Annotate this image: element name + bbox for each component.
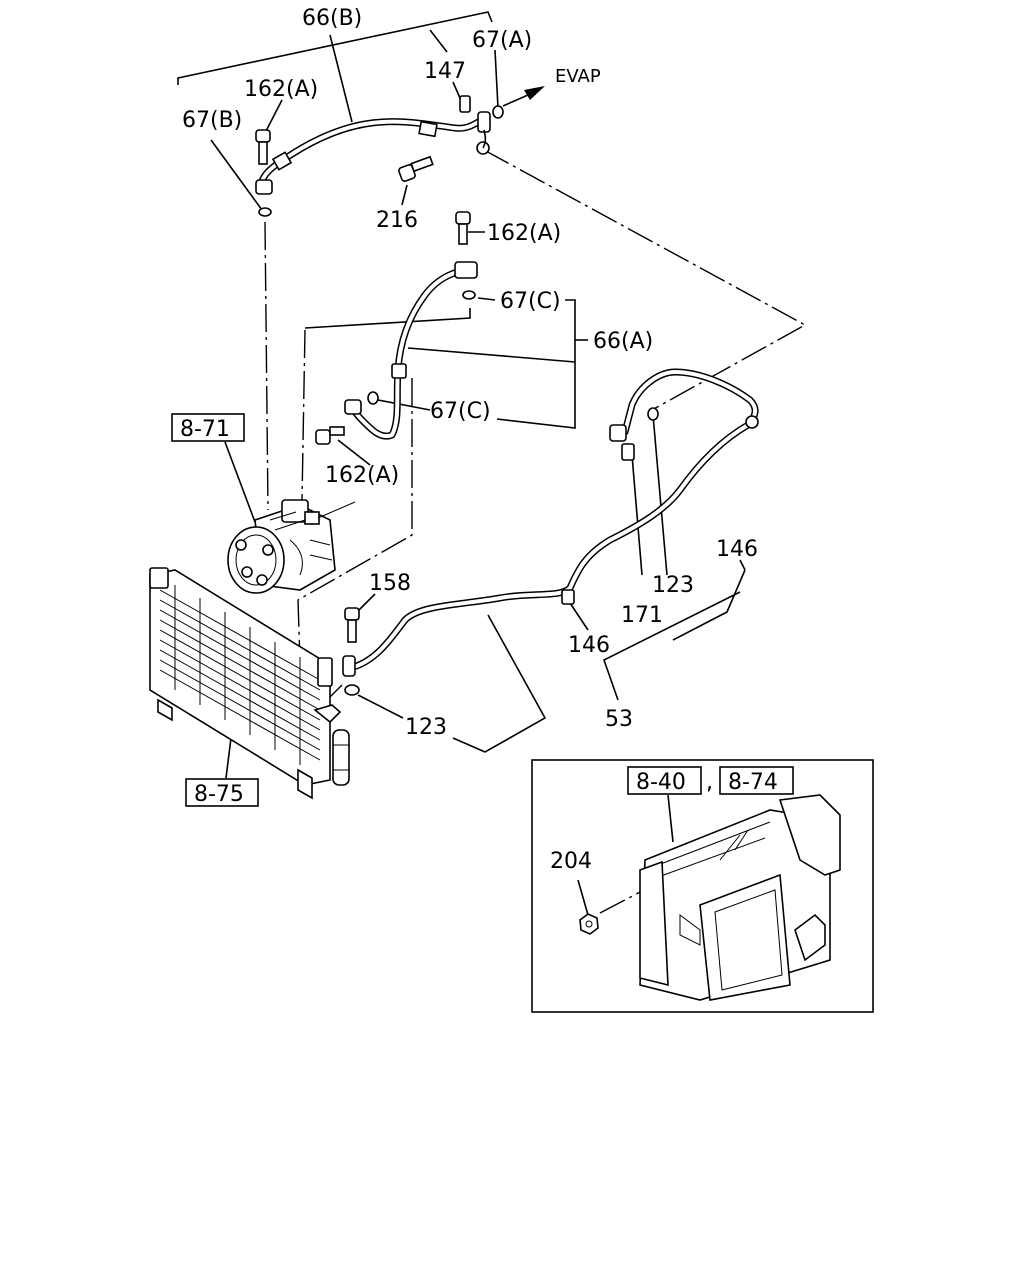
ref-box-8-75[interactable]: 8-75 [185, 778, 259, 807]
evaporator-unit-icon [639, 794, 841, 1001]
leader-67c-mid [377, 399, 431, 411]
label-147: 147 [424, 59, 466, 84]
label-146-mid: 146 [568, 633, 610, 658]
pipe-171 [609, 368, 759, 461]
leader-123-right [652, 414, 668, 576]
bolt-216 [398, 155, 434, 182]
leader-123-washer [357, 694, 404, 719]
pipe-66b [258, 95, 504, 194]
label-123-right: 123 [652, 573, 694, 598]
label-66a: 66(A) [593, 329, 653, 354]
condenser-icon [149, 567, 350, 800]
ref-8-75-text: 8-75 [194, 782, 244, 807]
ref-8-71-text: 8-71 [180, 417, 230, 442]
arrow-icon [524, 86, 545, 100]
leader-162a-top [264, 99, 283, 134]
bracket-53 [603, 591, 741, 701]
ref-box-8-74[interactable]: 8-74 [719, 766, 794, 795]
inset-frame [531, 759, 874, 1013]
label-171: 171 [621, 603, 663, 628]
label-146-right: 146 [716, 537, 758, 562]
label-162a-low: 162(A) [325, 463, 399, 488]
bolt-67b-fitting [255, 179, 273, 217]
bracket-146-right [672, 559, 746, 641]
ref-8-40-text: 8-40 [636, 770, 686, 795]
label-67b: 67(B) [182, 108, 242, 133]
label-158: 158 [369, 571, 411, 596]
ref-comma: , [706, 770, 713, 795]
leader-840 [667, 794, 674, 843]
evap-arrow-icon [502, 94, 529, 107]
leader-216 [401, 184, 408, 206]
leader-162a-low [337, 439, 371, 466]
label-67a: 67(A) [472, 28, 532, 53]
leader-171 [631, 454, 643, 576]
leader-146-mid [567, 599, 589, 631]
ac-compressor-icon [227, 499, 356, 594]
bracket-123-low [452, 614, 547, 753]
pipe-146 [342, 421, 752, 696]
bolt-162a-low [315, 426, 345, 445]
label-67c-mid: 67(C) [430, 399, 491, 424]
leader-67b [210, 139, 263, 211]
label-67c-top: 67(C) [500, 289, 561, 314]
label-162a-top: 162(A) [244, 77, 318, 102]
routing-lines [264, 149, 807, 914]
leader-871 [224, 441, 256, 523]
leader-67c-top [477, 297, 496, 301]
leader-204 [577, 879, 589, 916]
nut-204 [579, 913, 599, 935]
label-53: 53 [605, 707, 633, 732]
pipe-66a [344, 261, 478, 440]
bolt-158 [344, 607, 360, 643]
bracket-66b [177, 11, 493, 123]
bolt-162a-top [255, 129, 271, 165]
bracket-66a [304, 299, 588, 429]
bolt-162a-mid [455, 211, 471, 245]
label-216: 216 [376, 208, 418, 233]
leader-158 [356, 593, 376, 613]
label-204: 204 [550, 849, 592, 874]
label-162a-mid: 162(A) [487, 221, 561, 246]
label-123-low: 123 [405, 715, 447, 740]
ref-8-74-text: 8-74 [728, 770, 778, 795]
ref-box-8-71[interactable]: 8-71 [171, 413, 245, 442]
leader-67a [494, 49, 499, 109]
label-evap: EVAP [555, 66, 601, 87]
label-66b: 66(B) [302, 6, 362, 31]
ref-box-8-40[interactable]: 8-40 [627, 766, 702, 795]
